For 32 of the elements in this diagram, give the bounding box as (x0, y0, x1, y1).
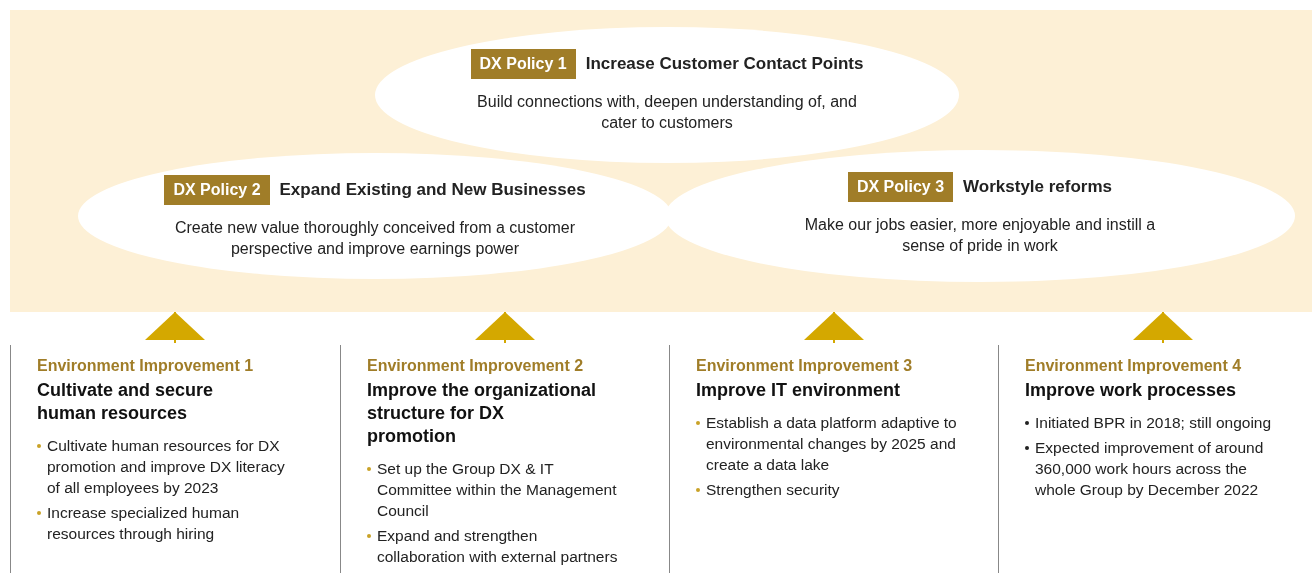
bullet-item: Initiated BPR in 2018; still ongoing (1035, 413, 1273, 433)
policy-band (10, 10, 1312, 312)
bullet-item: Expected improvement of around 360,000 work hours across the whole Group by December 2022 (1035, 438, 1265, 500)
policy-description: Create new value thoroughly conceived from a customer perspective and improve earnings power (173, 218, 577, 259)
bullet-item: Expand and strengthen collaboration with external partners (377, 526, 619, 567)
policy-ellipse (665, 150, 1295, 282)
policy-badge: DX Policy 2 (164, 175, 270, 205)
bullet-item: Cultivate human resources for DX promotion and improve DX literacy of all employees by 2023 (47, 436, 286, 498)
policy-badge: DX Policy 1 (470, 49, 576, 79)
policy-title: Expand Existing and New Businesses (279, 180, 586, 200)
column-title: Improve the organizational structure for DX promotion (367, 379, 597, 448)
bullet-item: Strengthen security (706, 480, 841, 500)
column-title: Improve IT environment (696, 379, 902, 402)
arrow (145, 311, 205, 344)
policy-description: Make our jobs easier, more enjoyable and instill a sense of pride in work (803, 215, 1157, 256)
column-title: Cultivate and secure human resources (37, 379, 215, 425)
arrow (475, 311, 535, 344)
column-heading: Environment Improvement 1 (37, 357, 255, 375)
policy-badge: DX Policy 3 (847, 172, 954, 202)
arrow (1133, 311, 1193, 344)
bullet-item: Set up the Group DX & IT Committee within the Management Council (377, 459, 618, 521)
policy-ellipse (375, 27, 959, 163)
policy-description: Build connections with, deepen understanding of, and cater to customers (476, 92, 858, 133)
policy-title: Increase Customer Contact Points (585, 54, 864, 74)
column-heading: Environment Improvement 3 (696, 357, 914, 375)
arrow (804, 311, 864, 344)
column-heading: Environment Improvement 4 (1025, 357, 1243, 375)
bullet-item: Increase specialized human resources through hiring (47, 503, 241, 544)
column-heading: Environment Improvement 2 (367, 357, 585, 375)
policy-title: Workstyle reforms (963, 177, 1113, 197)
bullet-item: Establish a data platform adaptive to environmental changes by 2025 and create a data lake (706, 413, 958, 475)
column-title: Improve work processes (1025, 379, 1238, 402)
